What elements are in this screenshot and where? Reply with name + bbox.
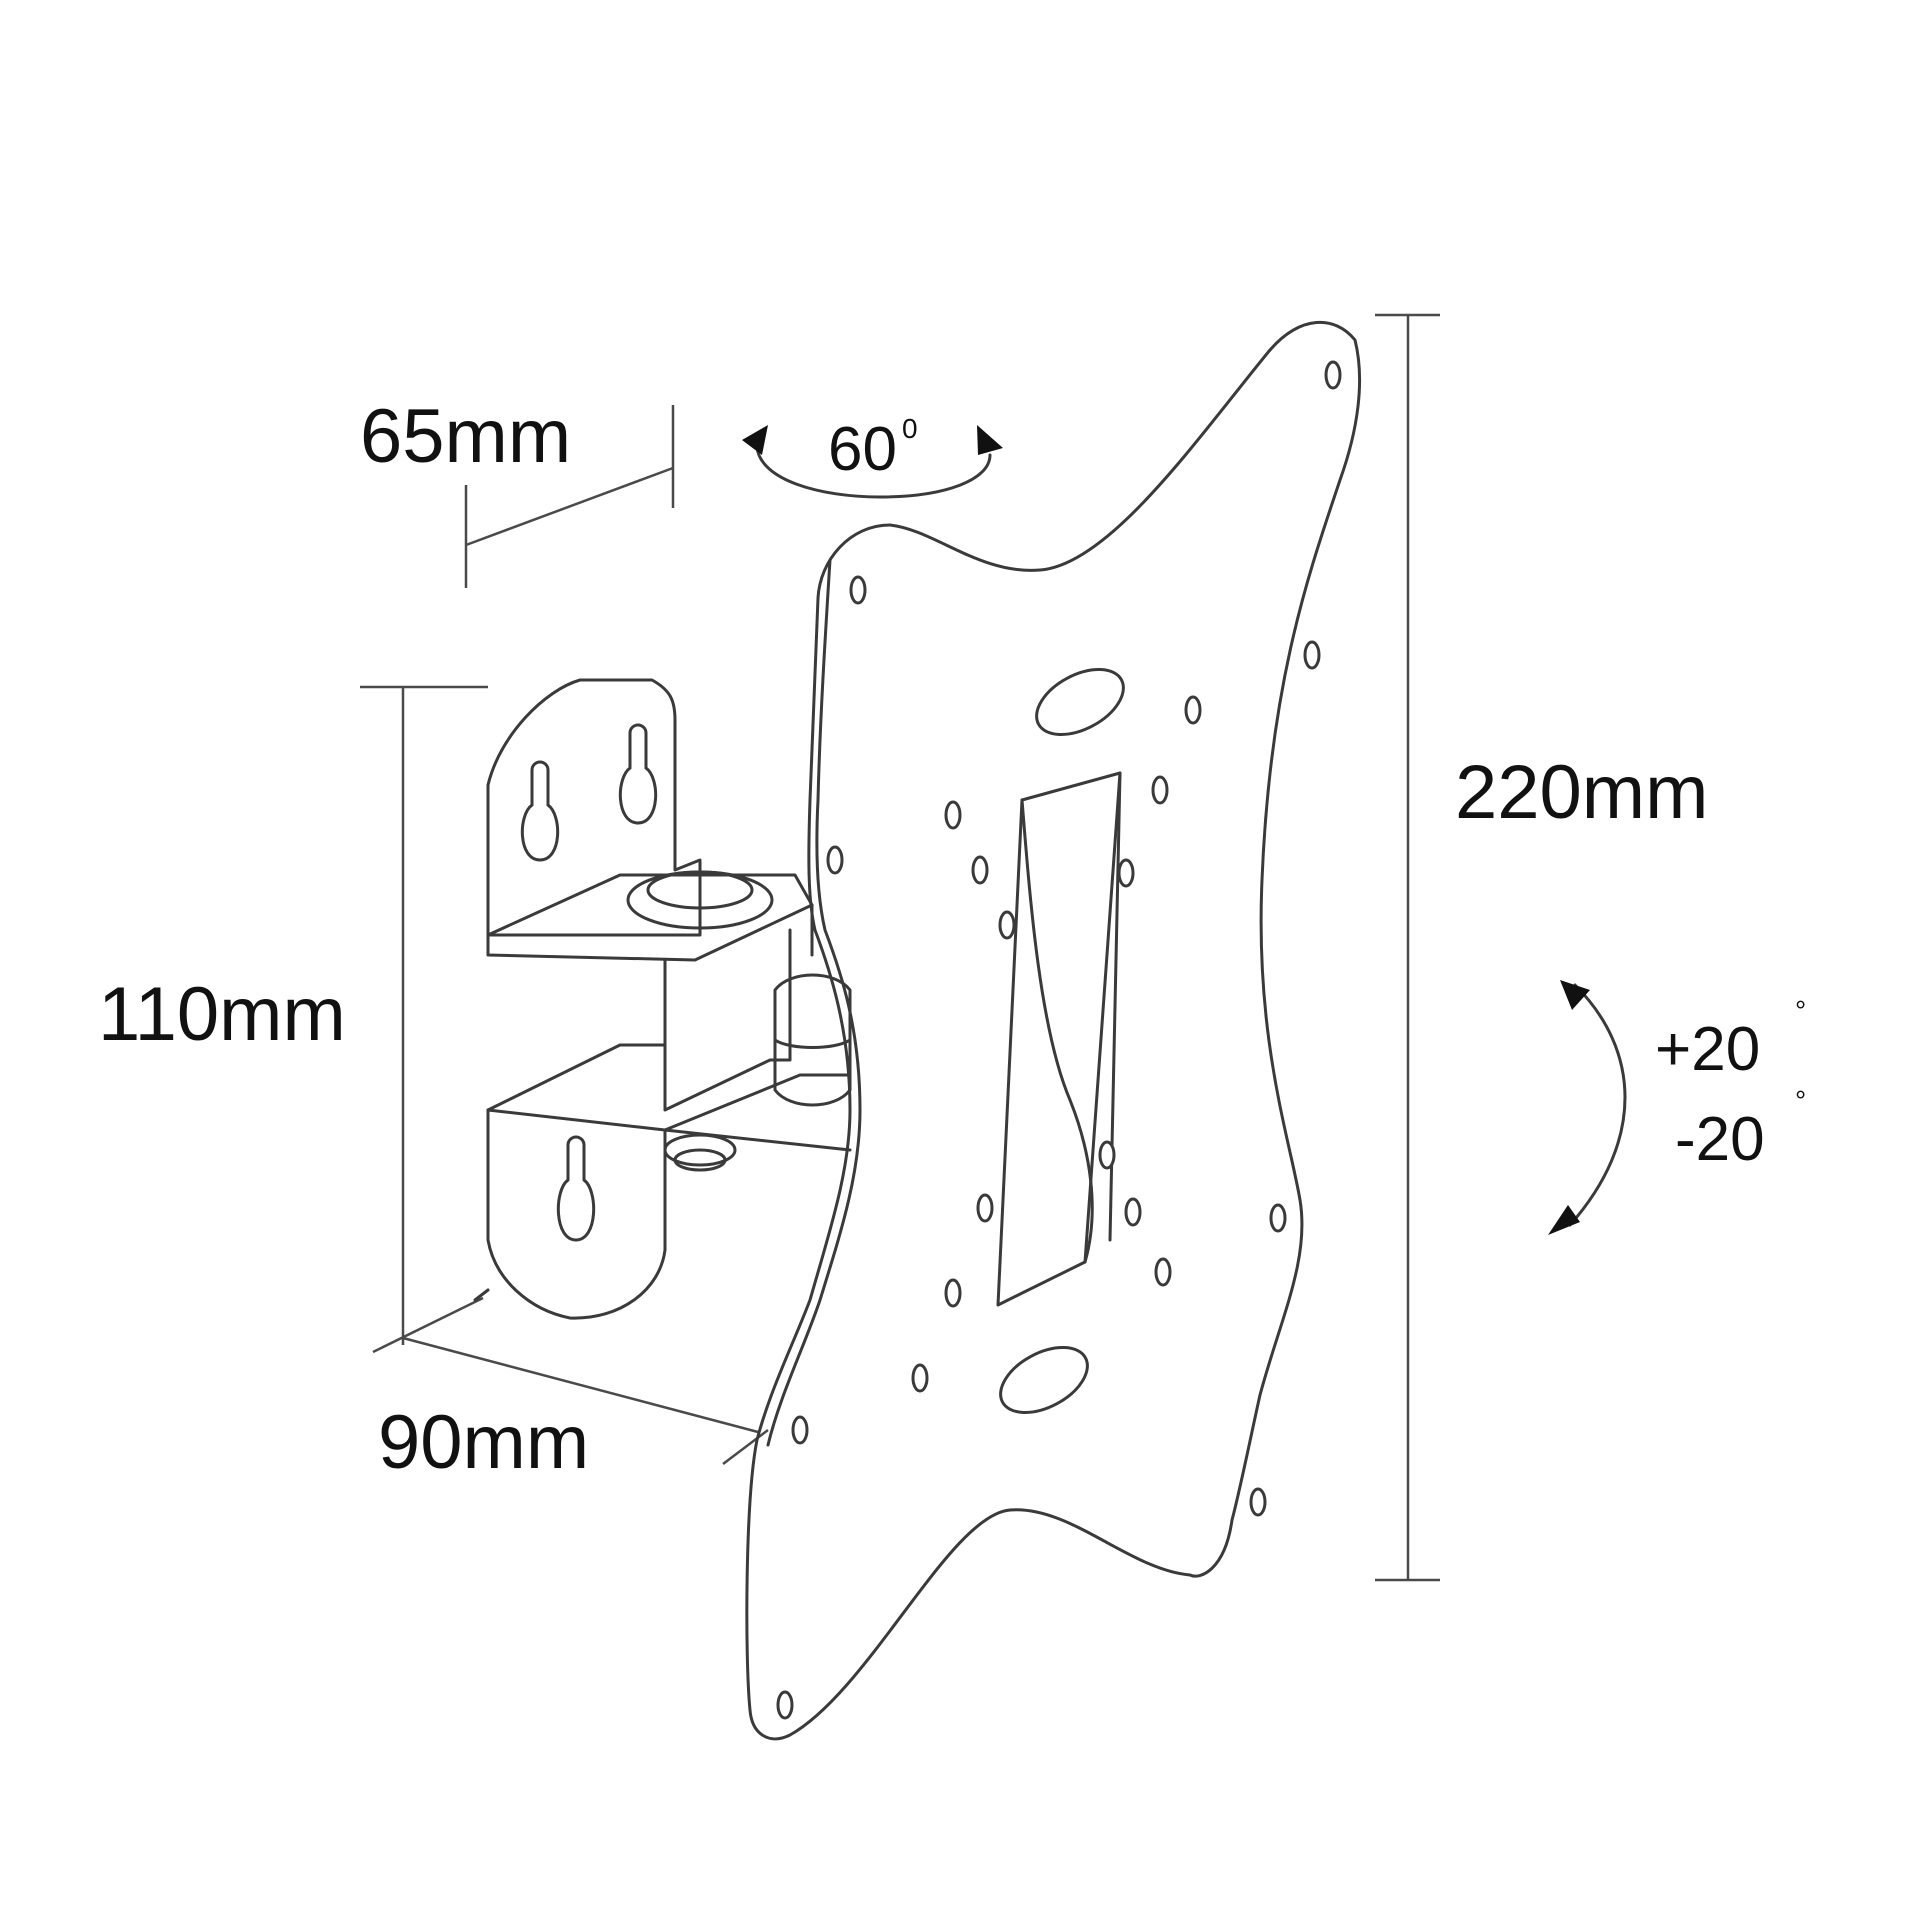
swivel-angle-indicator: 60 0 bbox=[742, 413, 1003, 499]
swivel-angle-label: 60 bbox=[828, 415, 897, 484]
dimension-110mm-label: 110mm bbox=[98, 972, 346, 1057]
tilt-down-label: -20 bbox=[1675, 1105, 1765, 1174]
arrowhead-right-icon bbox=[977, 425, 1003, 455]
swivel-degree-symbol: 0 bbox=[902, 413, 918, 444]
arrowhead-left-icon bbox=[742, 425, 768, 455]
keyhole-slot-icon bbox=[556, 1135, 596, 1242]
dimension-65mm-label: 65mm bbox=[360, 394, 571, 479]
keyhole-slot-icon bbox=[520, 760, 560, 862]
dimension-65mm: 65mm bbox=[360, 394, 675, 588]
vesa-plate bbox=[745, 320, 1362, 1741]
tilt-down-degree-symbol: ° bbox=[1795, 1085, 1806, 1116]
dimension-90mm: 90mm bbox=[372, 1296, 769, 1485]
dimension-220mm-label: 220mm bbox=[1455, 750, 1708, 835]
dimension-220mm: 220mm bbox=[1375, 313, 1708, 1582]
tilt-angle-indicator: +20 ° -20 ° bbox=[1548, 980, 1806, 1235]
dimension-90mm-label: 90mm bbox=[378, 1400, 589, 1485]
arrowhead-up-icon bbox=[1560, 980, 1590, 1010]
tilt-up-label: +20 bbox=[1655, 1015, 1760, 1084]
mounting-holes bbox=[776, 360, 1342, 1720]
arrowhead-down-icon bbox=[1548, 1205, 1580, 1235]
wall-bracket bbox=[473, 678, 852, 1320]
tilt-up-degree-symbol: ° bbox=[1795, 995, 1806, 1026]
keyhole-slot-icon bbox=[618, 723, 658, 825]
dimension-110mm: 110mm bbox=[98, 685, 488, 1345]
